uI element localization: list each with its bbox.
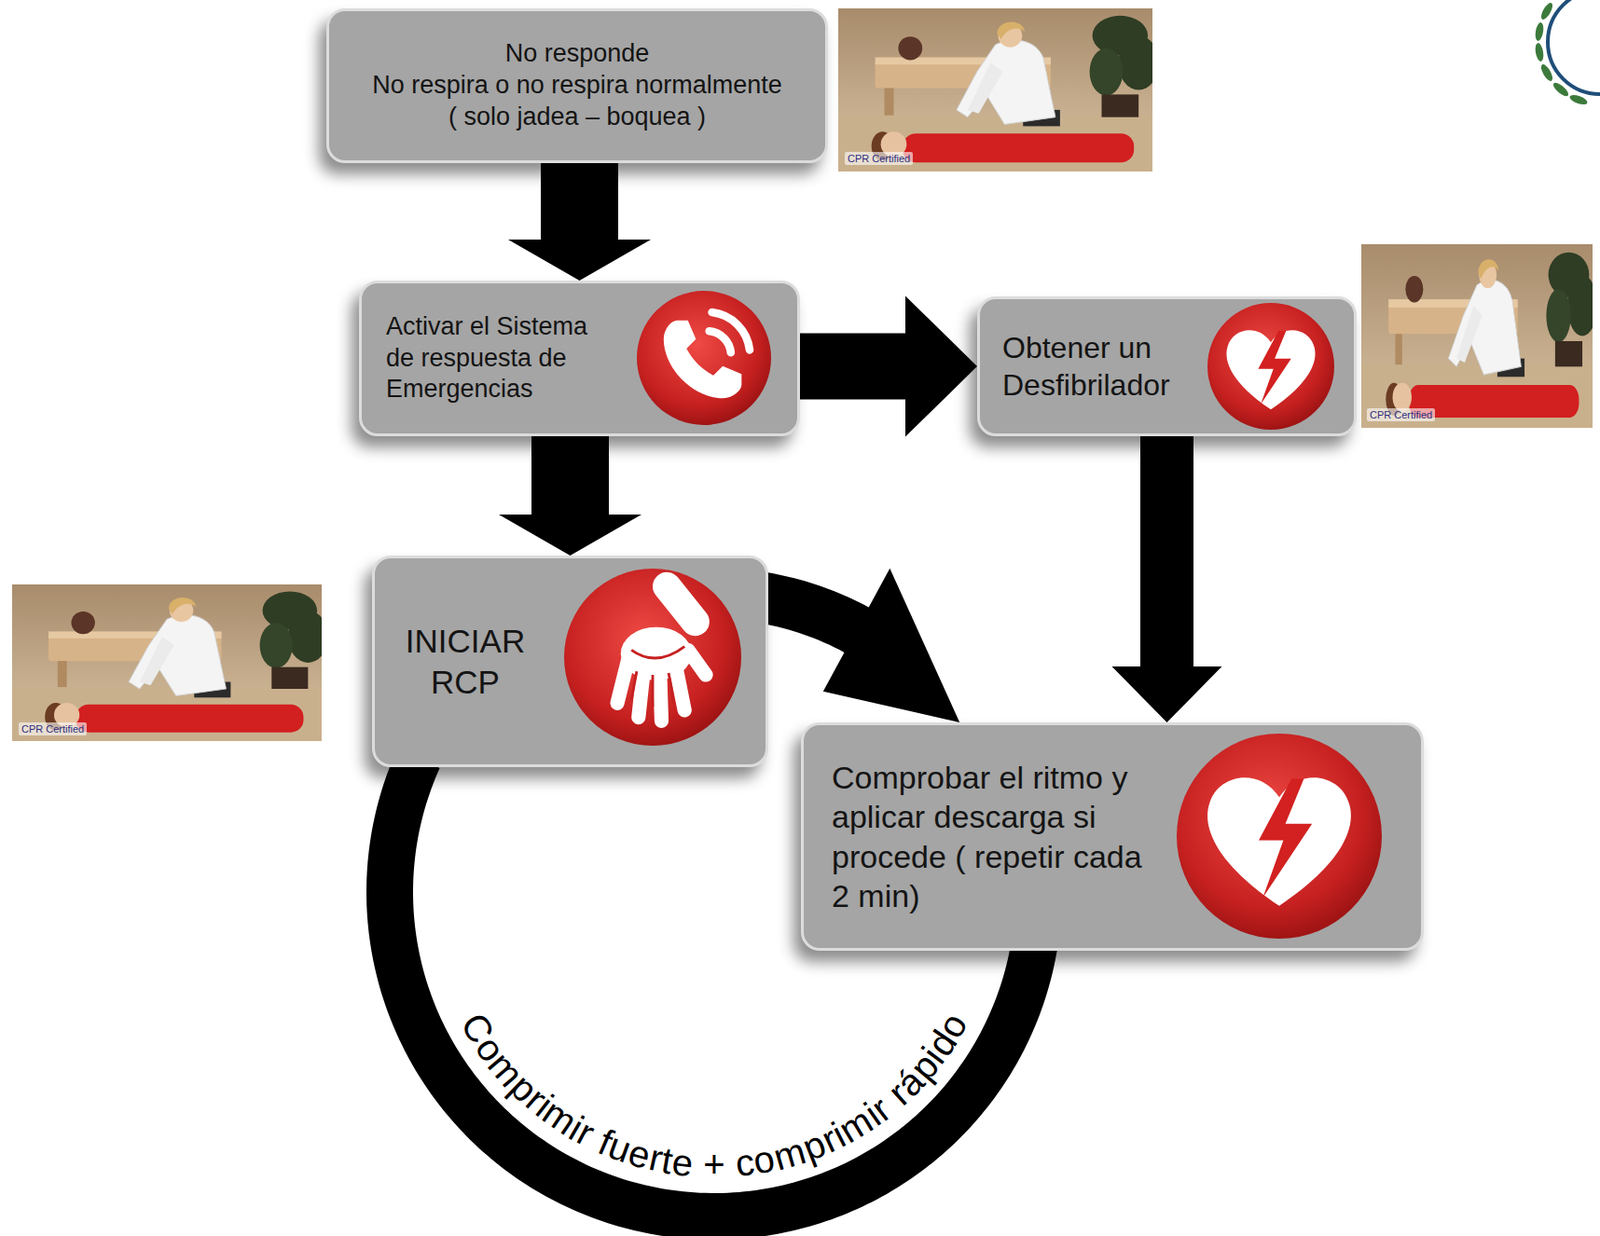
defibrillator-icon-part [1207, 777, 1352, 907]
photo-compressions [12, 584, 329, 742]
corner-logo [1533, 0, 1600, 107]
photo-call-help [1361, 244, 1598, 428]
watermark-text: CPR Certified [844, 151, 913, 166]
cpr-hands-icon-part [617, 649, 706, 721]
cpr-hands-icon [564, 568, 742, 746]
cpr-hands-icon-part [620, 627, 692, 681]
phone-icon-part [709, 331, 732, 353]
box-text: No responde [505, 38, 650, 70]
phone-icon-part [712, 312, 750, 350]
cpr-hands-icon-part-part [675, 666, 686, 712]
cpr-hands-icon-part [666, 586, 695, 622]
defibrillator-icon [1176, 733, 1382, 939]
box-text: Obtener un Desfibrilador [1002, 329, 1189, 404]
label-holder: Comprimir fuerte + comprimir rápido [440, 990, 990, 1204]
curved-arrow [755, 568, 960, 723]
defibrillator-icon-part [1257, 331, 1291, 405]
block-arrow [800, 296, 978, 438]
defibrillator-icon-part [1176, 733, 1382, 939]
watermark-text: CPR Certified [18, 722, 87, 736]
label-holder: CPR Certified [844, 151, 913, 166]
cpr-hands-icon-part-part [651, 675, 655, 707]
block-arrow [498, 436, 642, 556]
defibrillator-icon-part [1207, 303, 1335, 430]
photo-check-response [838, 8, 1159, 172]
label-glyph: e [670, 1143, 696, 1183]
cpr-hands-icon-part-part [688, 649, 706, 676]
edge-label: Comprimir fuerte + comprimir rápido [440, 990, 990, 1204]
defibrillator-icon-part [1226, 330, 1315, 410]
cpr-hands-icon-part-part [631, 671, 637, 700]
action-box: Comprobar el ritmo y aplicar descarga si… [800, 722, 1424, 952]
defibrillator-icon-part [1258, 778, 1312, 898]
phone-icon-part [663, 320, 743, 400]
corner-logo-part [1533, 0, 1588, 107]
cpr-hands-icon-part [564, 568, 742, 746]
corner-logo-part-part [1533, 21, 1545, 42]
box-text: Activar el Sistema de respuesta de Emerg… [386, 311, 610, 406]
action-box: INICIAR RCP [372, 555, 769, 768]
phone-icon-part [636, 290, 772, 426]
condition-box: No respondeNo respira o no respira norma… [326, 8, 828, 164]
cpr-hands-icon-part-part [631, 647, 685, 659]
block-arrow [508, 163, 651, 281]
block-arrow [1112, 436, 1223, 723]
box-text: No respira o no respira normalmente ( so… [367, 69, 787, 134]
label-glyph [691, 1144, 704, 1184]
phone-icon [636, 290, 772, 426]
label-glyph: + [703, 1145, 725, 1184]
corner-logo-part [1547, 0, 1600, 95]
cpr-hands-icon-part-part [638, 667, 645, 718]
label-holder: CPR Certified [1366, 408, 1435, 422]
corner-logo-part-part [1539, 62, 1556, 83]
label-holder: CPR Certified [18, 722, 87, 736]
box-text: INICIAR RCP [395, 620, 536, 704]
watermark-text: CPR Certified [1366, 408, 1435, 422]
action-box: Obtener un Desfibrilador [977, 296, 1357, 437]
cpr-hands-icon-part-part [617, 661, 628, 704]
cpr-hands-icon-part [631, 647, 685, 708]
cpr-hands-icon-part-part [668, 673, 675, 704]
corner-logo-part-part [1551, 81, 1571, 99]
action-box: Activar el Sistema de respuesta de Emerg… [358, 280, 800, 437]
corner-logo-part-part [1539, 0, 1556, 21]
defibrillator-icon [1207, 303, 1335, 430]
box-text: Comprobar el ritmo y aplicar descarga si… [831, 758, 1149, 917]
cpr-hands-icon-part-part [660, 669, 663, 721]
corner-logo-part-part [1568, 93, 1589, 107]
corner-logo-part-part [1533, 41, 1545, 62]
